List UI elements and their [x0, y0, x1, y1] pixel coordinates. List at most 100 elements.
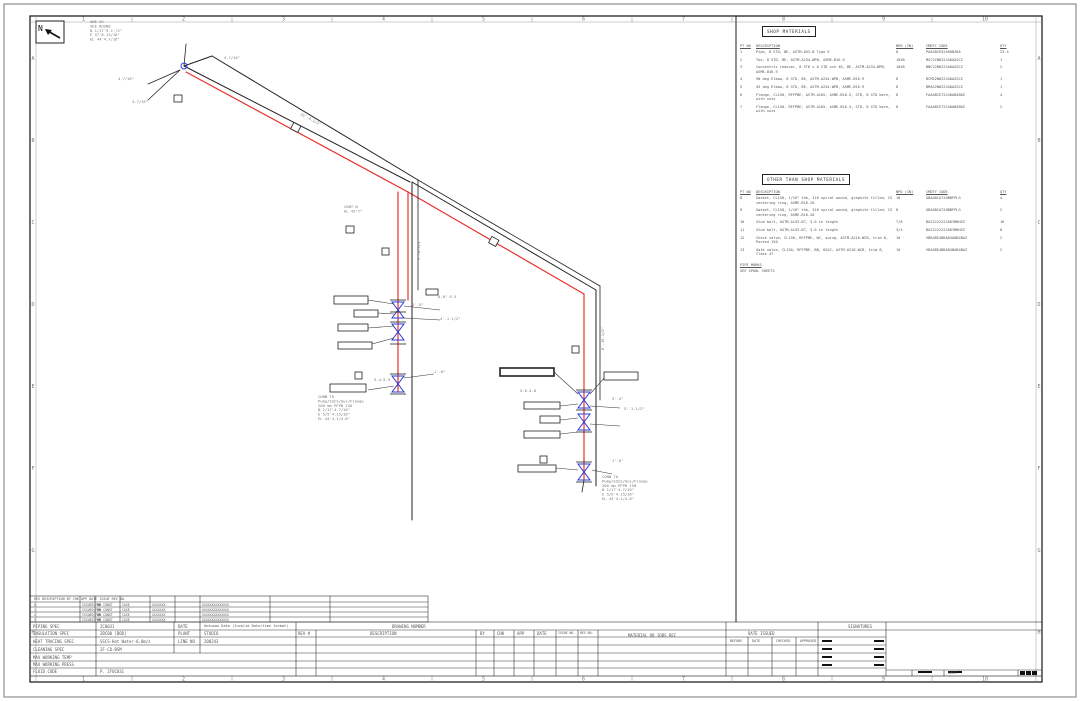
signature-header: CHECKED: [776, 639, 791, 643]
rev-cell: CASE: [122, 613, 130, 617]
bom-cell: 1: [1000, 84, 1003, 89]
bom-cell: 2: [740, 57, 743, 62]
callout-leaders: [367, 299, 621, 475]
rev-cell: XXXXXXXXXXXXXX: [202, 603, 229, 607]
bom-cell: 11: [740, 227, 745, 232]
bom-cell: 5: [740, 84, 743, 89]
fluid-code-value: P. 2FOC031: [100, 669, 125, 674]
label-line: CONT N: [344, 204, 358, 209]
valve-note-l1: 5.4.5.9: [374, 377, 391, 382]
frame-row-letter: G: [1038, 548, 1041, 554]
bom-cell: Concentric reducer, 8 STD x 6 STD sch 40…: [756, 65, 886, 74]
rev-cell: XXXXXXXXXXXXXX: [202, 618, 229, 622]
frame-column-number: 2: [182, 677, 185, 683]
bom-cell: 8: [896, 208, 899, 213]
bom-cell: 45 deg Elbow, 8 STD, BE, ASTM-A234-WPB, …: [756, 84, 865, 89]
pipe-run-main: [147, 43, 601, 521]
bom-header: PT NO: [740, 44, 751, 48]
frame-column-number: 6: [582, 677, 585, 683]
bom-cell: 2: [1000, 104, 1003, 109]
bom-header: QTY: [1000, 44, 1007, 48]
frame-row-letter: E: [32, 384, 35, 390]
frame-row-letter: F: [32, 466, 35, 472]
frame-row-letter: H: [32, 630, 35, 636]
signature-header: APPROVED: [800, 639, 817, 643]
bom-cell: 8: [896, 104, 899, 109]
rev-cell: 0: [34, 603, 36, 607]
bom-cell: Gasket, CL150, 1/16" thk, 316 spiral wou…: [756, 208, 893, 217]
frame-column-number: 4: [382, 677, 385, 683]
bom-header: CMDTY CODE: [926, 44, 948, 48]
rev-cell: RR: [97, 618, 101, 622]
flange-marks: [390, 299, 592, 483]
bom-cell: BNC22N0222A8A2GCZ: [926, 65, 963, 70]
heat-tracing-label: HEAT TRACING SPEC: [33, 639, 74, 644]
label-line: EL 44'4.1/4.8": [602, 496, 634, 501]
rev-cell: XXXXXXX: [152, 618, 166, 622]
label-line: SEE ROSNO: [90, 23, 111, 28]
bom-row: 10 Stud bolt, ASTM-A193-B7, 3.0 in length…: [740, 220, 1016, 228]
bom-cell: 2: [1000, 235, 1003, 240]
bom-cell: 4: [1000, 196, 1003, 200]
bom-cell: Stud bolt, ASTM-A193-B7, 3.0 in length: [756, 220, 839, 225]
title-block-grid: [29, 595, 1043, 677]
piping-spec-value: 2C0031: [100, 624, 115, 629]
bom-cell: 8: [896, 84, 899, 89]
label-line: ONE SS: [90, 19, 104, 24]
bom-cell: 23.4: [1000, 50, 1009, 54]
bom-cell: 16: [1000, 220, 1005, 225]
riser-left-dim: 6'-8.3/4": [416, 239, 421, 260]
bom-header: DESCRIPTION: [756, 190, 780, 194]
insulation-spec-label: INSULATION SPEC: [33, 631, 70, 636]
frame-column-number: 4: [382, 17, 385, 23]
frame-row-letter: A: [32, 56, 35, 62]
bom-cell: 9: [740, 208, 743, 213]
bom-cell: 10: [896, 235, 901, 240]
frame-column-number: 5: [482, 677, 485, 683]
valve-note-r1: 5.6.4.8: [520, 388, 537, 393]
frame-column-ticks: [131, 16, 933, 682]
bom-cell: 2: [1000, 247, 1003, 252]
bom-cell: 10: [740, 220, 745, 225]
material-col-label: MATERIAL OR JOBS REC: [628, 633, 677, 638]
frame-row-letter: F: [1038, 466, 1041, 472]
bom-cell: GBA4BCA720BBFPLG: [926, 208, 961, 213]
rev-cell: CASE: [122, 608, 130, 612]
bom-header: PT NO: [740, 190, 751, 194]
outer-frame: [3, 3, 1077, 698]
bom-header: CMDTY CODE: [926, 190, 948, 194]
bom-cell: VBA4BE4BBAB4BAB4BAZ: [926, 247, 968, 252]
bom-cell: 10X8: [896, 57, 905, 62]
frame-row-letter: E: [1038, 384, 1041, 390]
rev-cell: XXXXXXX: [152, 603, 166, 607]
bom-cell: 8: [740, 196, 743, 200]
bom-cell: 8: [1000, 227, 1003, 232]
bom-cell: 3/4: [896, 227, 903, 232]
dim-right-2: 5'-1.1/2": [624, 406, 645, 411]
label-line: Pump/SSCS/Gus/Flange: [602, 478, 648, 483]
frame-column-number: 10: [982, 677, 988, 683]
frame-column-number: 1: [82, 677, 85, 683]
bom-cell: VBR4BE4BBAB4A8B4BAZ: [926, 235, 968, 240]
rev-cell: XXXXXXXXXXXXXX: [202, 608, 229, 612]
bom-cell: Pipe, 8 STD, BE, ASTM-A53-B Type E: [756, 50, 830, 54]
description-col-label: DESCRIPTION: [370, 631, 397, 636]
bom-cell: 2: [1000, 208, 1003, 213]
bom-cell: PAA2BCE5248HBZ6A: [926, 50, 961, 54]
shop-materials-title: SHOP MATERIALS: [762, 26, 816, 37]
bom-cell: 10: [896, 196, 901, 200]
bom-cell: Stud bolt, ASTM-A193-B7, 3.0 in length: [756, 227, 839, 232]
label-line: 200 mm PFPB 150: [602, 483, 637, 488]
rev-cell: XXXXXXX: [152, 608, 166, 612]
bom-cell: MSC2CN0222A8A2GCZ: [926, 57, 963, 62]
frame-row-letter: B: [1038, 138, 1041, 144]
frame-column-number: 3: [282, 17, 285, 23]
frame-row-letter: D: [32, 302, 35, 308]
bom-header: NPD (IN): [896, 44, 914, 48]
pipe-marks-text: SEE SPOOL SHEETS: [740, 268, 775, 273]
